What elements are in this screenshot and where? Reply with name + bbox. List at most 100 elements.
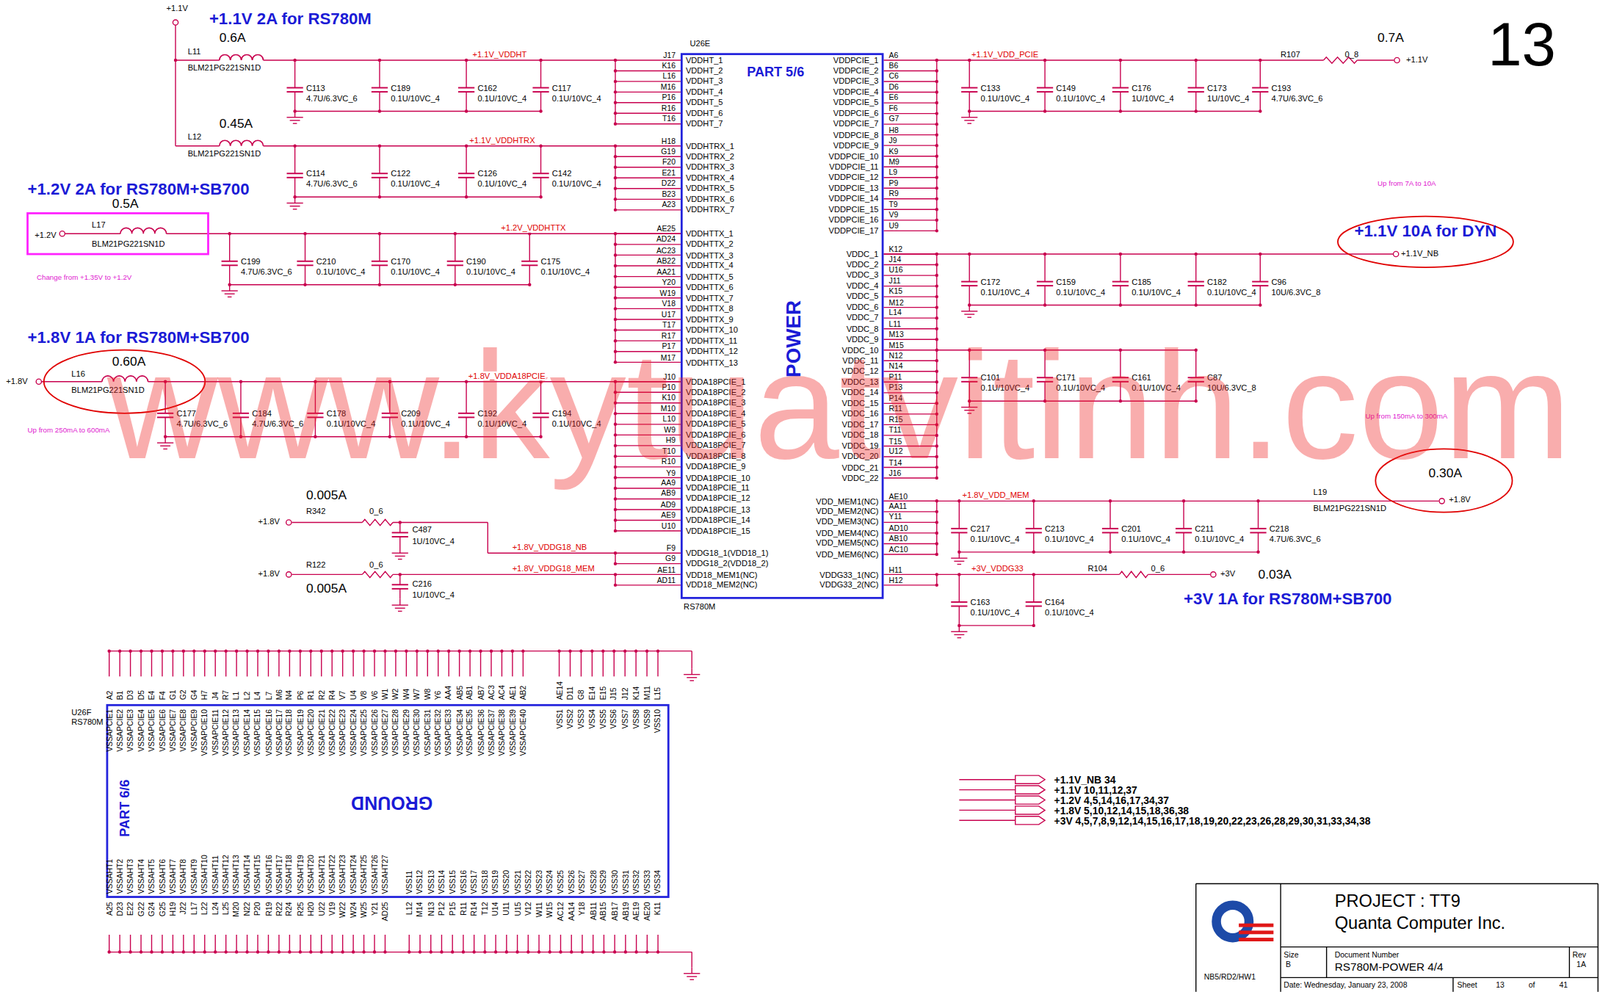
signal-label: 1U/10VC_4 <box>411 591 454 601</box>
wire-connector <box>883 253 1349 255</box>
signal-label: C163 <box>970 597 991 608</box>
pin-number: L7 <box>263 669 274 701</box>
pin-number: L22 <box>200 901 211 933</box>
signal-label: 4.7U/6.3VC_6 <box>1271 93 1324 104</box>
title-block-line <box>1280 946 1598 948</box>
pin-stub <box>204 651 205 678</box>
signal-label: 10U/6.3VC_8 <box>1271 287 1321 298</box>
pin-stub <box>256 934 258 953</box>
pin-stub <box>615 166 681 168</box>
pin-number: W11 <box>534 901 545 933</box>
junction-dot <box>340 950 344 954</box>
pin-name: VSSAPCIE4 <box>136 709 147 781</box>
junction-dot <box>415 649 419 653</box>
pin-number: AA4 <box>444 669 454 701</box>
pin-number: D6 <box>888 82 899 92</box>
signal-label: VDDHTTX_7 <box>685 293 734 304</box>
pin-name: VSSAHT23 <box>337 822 348 894</box>
pin-name: VDDG33_2(NC) <box>819 580 879 591</box>
pin-number: J14 <box>888 254 901 265</box>
pin-name: VDDC_5 <box>846 292 879 302</box>
pin-number: P16 <box>661 93 676 103</box>
capacitor-plate <box>1251 281 1269 283</box>
signal-label: 0.1U/10VC_4 <box>970 534 1020 545</box>
signal-label: VDDG18_1(VDD18_1) <box>685 548 769 559</box>
junction-dot <box>548 950 552 954</box>
pin-stub <box>883 477 937 479</box>
pin-stub <box>437 651 439 678</box>
wire <box>291 522 363 523</box>
capacitor-lead <box>378 265 380 285</box>
signal-label: 0.1U/10VC_4 <box>981 287 1031 298</box>
pin-number: R4 <box>327 669 338 701</box>
pin-stub <box>615 156 681 158</box>
power-port <box>1439 498 1445 504</box>
net-index: +3V 4,5,7,8,9,12,14,15,16,17,18,19,20,22… <box>1054 815 1371 827</box>
pin-number: AC4 <box>497 669 507 701</box>
pin-name: VSS20 <box>502 822 512 894</box>
wire <box>1348 253 1393 255</box>
title-block-line <box>1452 977 1454 992</box>
pin-name: VSSAHT10 <box>200 822 211 894</box>
signal-label: VDDHTRX_7 <box>685 205 735 216</box>
signal-label: VDDHTRX_3 <box>685 163 735 173</box>
offpage-connector <box>1015 806 1045 815</box>
junction-dot <box>266 649 270 653</box>
junction-dot <box>634 950 638 954</box>
capacitor-plate <box>392 531 409 534</box>
pin-number: H19 <box>168 901 178 933</box>
capacitor-plate <box>1251 87 1269 89</box>
pin-stub <box>591 651 593 678</box>
callout-ellipse: +1.1V 10A for DYN+1.1V_NB <box>1337 215 1515 269</box>
capacitor-lead <box>1119 285 1121 305</box>
pin-name: VSSAHT5 <box>146 822 157 894</box>
pin-number: AC23 <box>656 245 676 255</box>
pin-stub <box>883 274 937 276</box>
signal-label: 0.1U/10VC_4 <box>981 93 1031 104</box>
signal-label: BLM21PG221SN1D <box>187 149 261 159</box>
current-value: 0.005A <box>306 581 347 596</box>
pin-stub <box>225 934 227 953</box>
pin-name: VSSAHT21 <box>317 822 327 894</box>
pin-stub <box>108 651 110 678</box>
capacitor-lead <box>1257 500 1259 529</box>
signal-label: C162 <box>477 83 498 94</box>
wire <box>1147 574 1211 575</box>
junction-dot <box>223 950 227 954</box>
pin-stub <box>883 285 937 287</box>
pin-name: VSS27 <box>577 822 588 894</box>
pin-name: VDDPCIE_8 <box>833 129 879 140</box>
pin-name: VSSAPCIE32 <box>433 709 443 781</box>
capacitor-plate <box>1025 527 1042 530</box>
pin-name: VDD_MEM5(NC) <box>815 538 879 549</box>
pin-number: L9 <box>888 168 898 178</box>
ground-symbol <box>961 310 978 312</box>
capacitor-plate <box>1025 601 1042 603</box>
pin-stub <box>363 934 365 953</box>
pin-name: VDDC_1 <box>846 249 879 260</box>
capacitor-lead <box>540 177 542 197</box>
capacitor-plate <box>1188 281 1205 283</box>
pin-name: VSS29 <box>599 822 609 894</box>
net-index: +1.1V_NB 34 <box>1054 773 1117 785</box>
capacitor-lead <box>969 91 970 111</box>
pin-number: W22 <box>337 901 348 933</box>
junction-dot <box>234 649 238 653</box>
pin-stub <box>624 934 626 953</box>
signal-label: C173 <box>1207 83 1227 94</box>
signal-label: 4.7U/6.3VC_6 <box>1269 534 1321 545</box>
pin-name: VDDPCIE_9 <box>833 140 879 151</box>
title-block-text: B <box>1285 960 1291 970</box>
pin-stub <box>615 233 681 235</box>
pin-number: Y18 <box>577 901 588 933</box>
capacitor-plate <box>371 172 388 175</box>
signal-label: BLM21PG221SN1D <box>1313 504 1387 514</box>
signal-label: C487 <box>411 525 432 536</box>
current-value: 0.005A <box>306 487 347 502</box>
pin-number: L15 <box>653 669 664 701</box>
offpage-connector <box>1015 775 1045 784</box>
pin-stub <box>320 934 322 953</box>
junction-dot <box>245 950 249 954</box>
title-block-text: PROJECT : TT9 <box>1334 892 1461 912</box>
wire <box>1356 59 1394 61</box>
